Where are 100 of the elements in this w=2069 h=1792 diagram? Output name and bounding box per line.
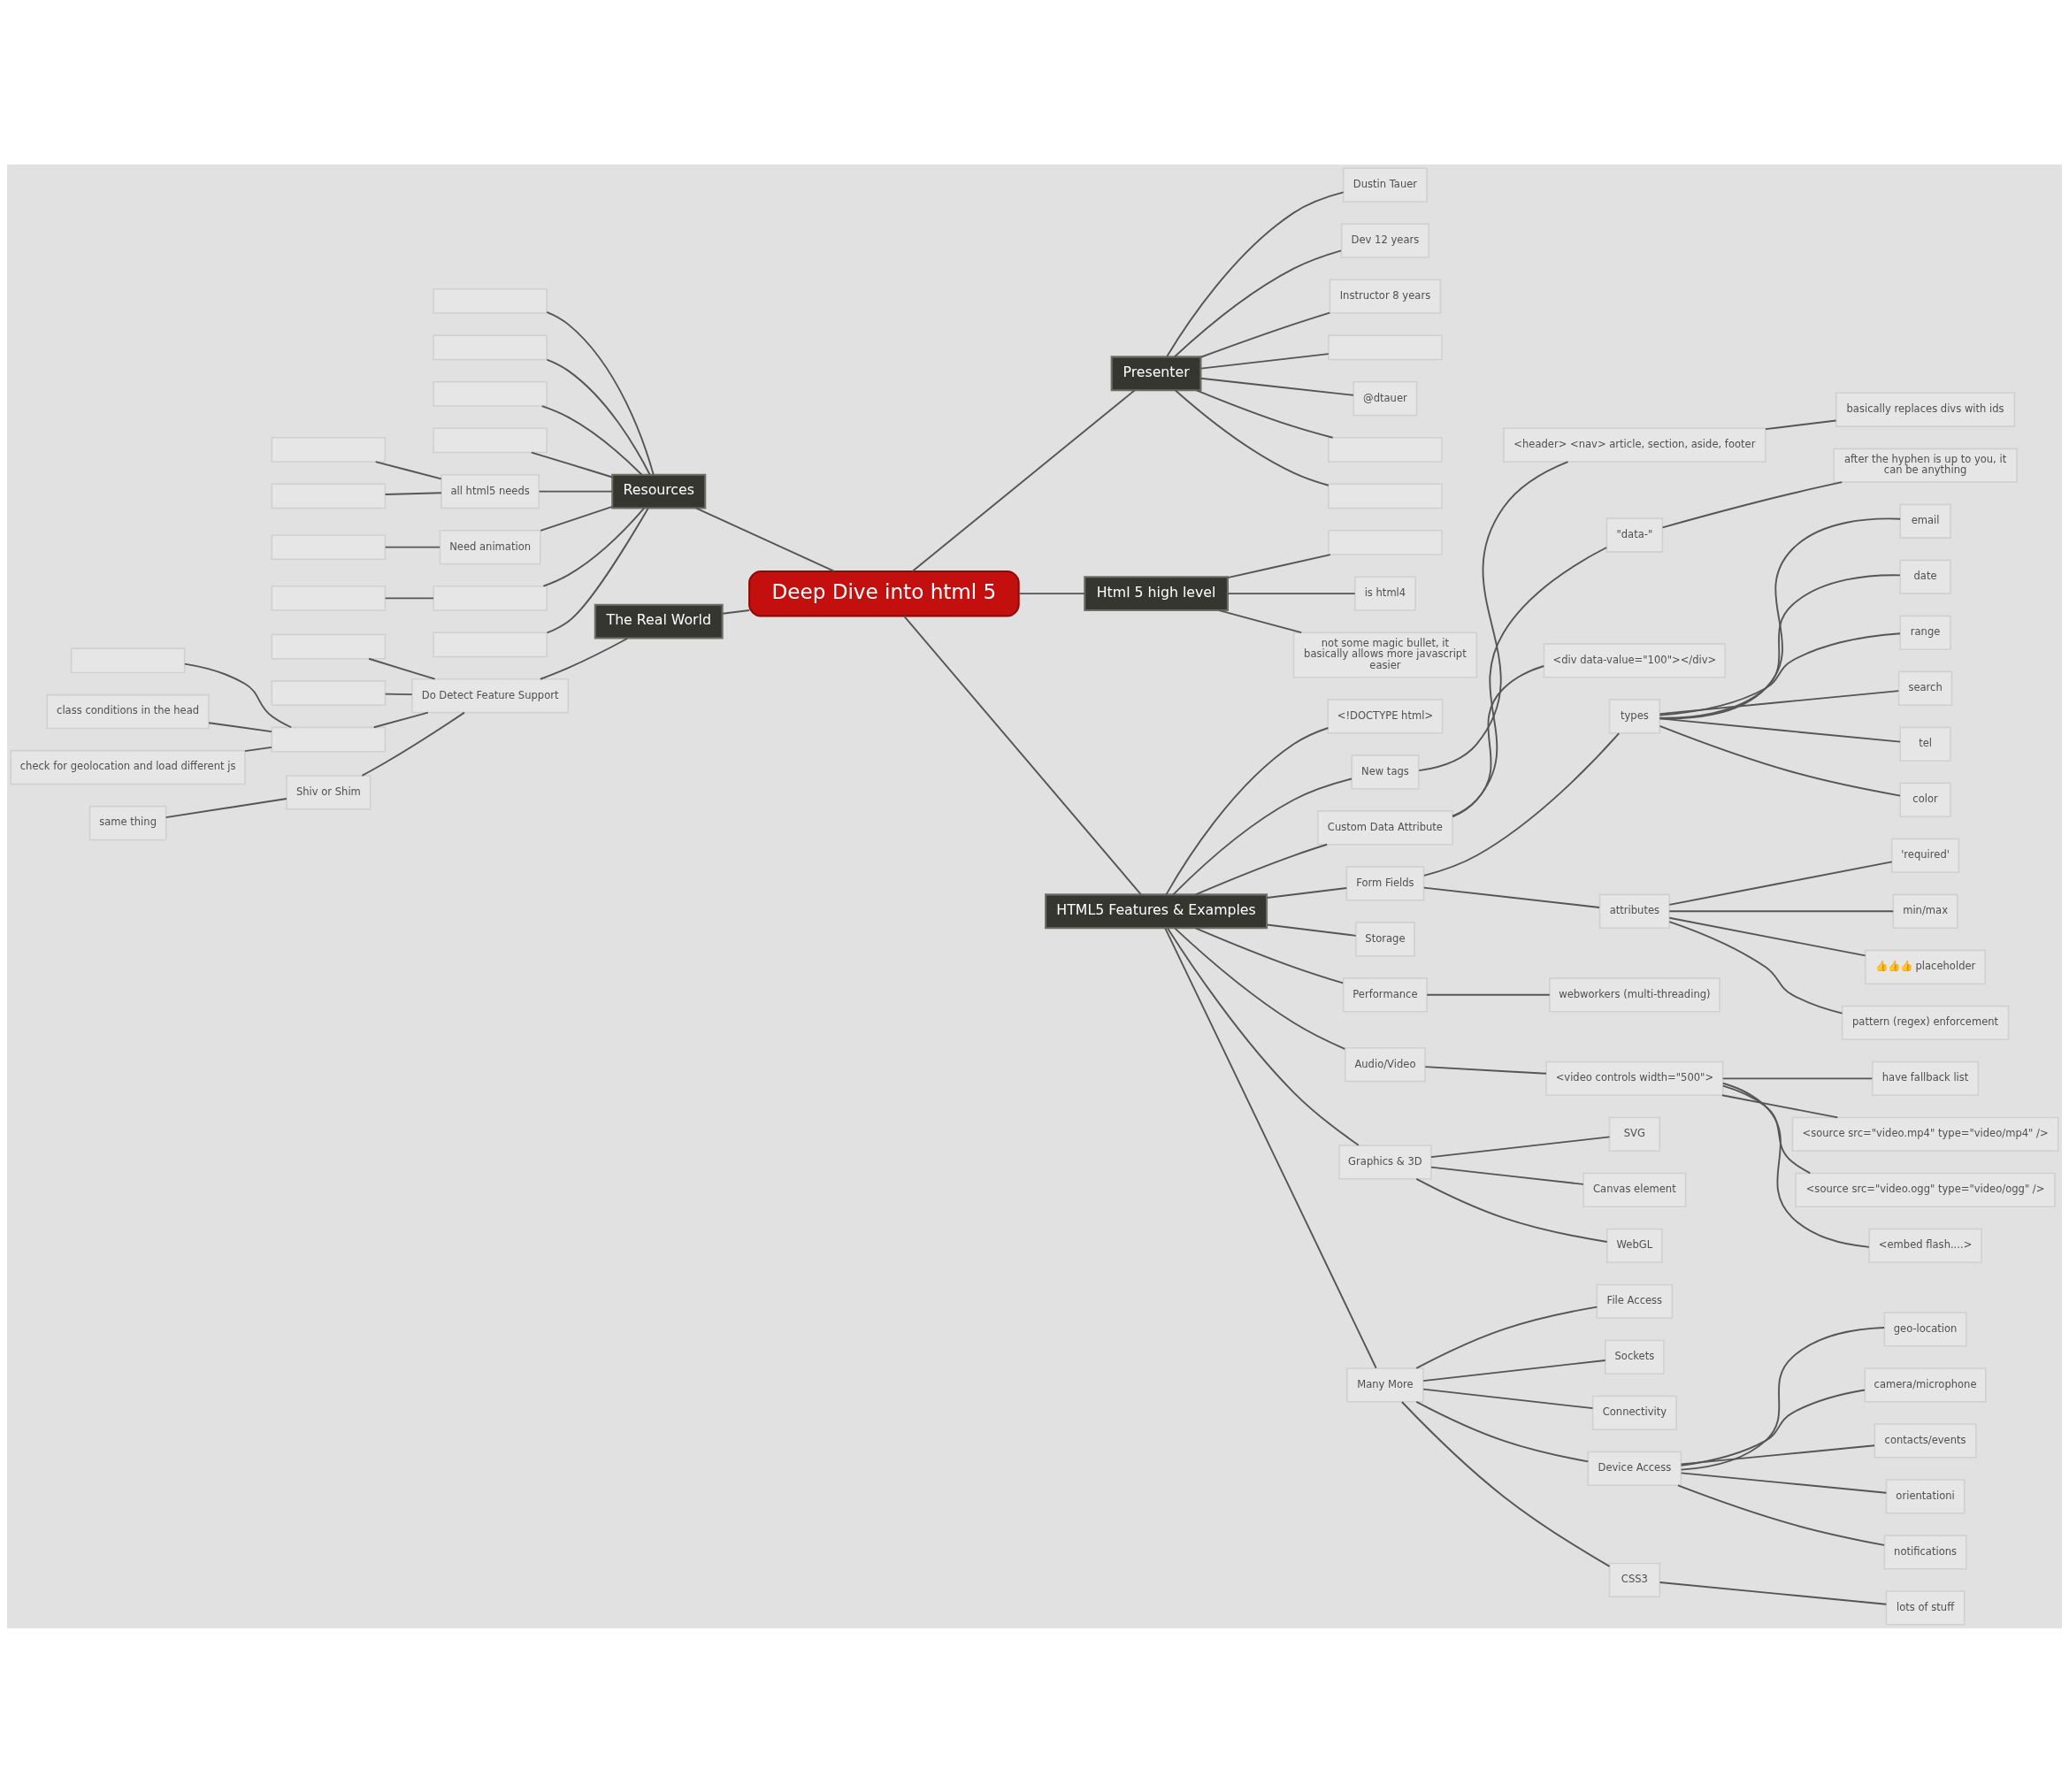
node-box: Connectivity xyxy=(1591,1395,1677,1430)
node-box xyxy=(271,533,387,560)
node-box: <source src="video.mp4" type="video/mp4" /> xyxy=(1791,1116,2059,1152)
node-box xyxy=(271,482,387,509)
connector xyxy=(1659,689,1900,715)
node-box: basically replaces divs with ids xyxy=(1835,392,2016,427)
connector xyxy=(1424,1065,1547,1075)
connector xyxy=(1668,920,1843,1014)
connector xyxy=(902,614,1142,895)
node-box: 'required' xyxy=(1891,838,1960,873)
node-box: HTML5 Features & Examples xyxy=(1045,892,1268,929)
node-box: Graphics & 3D xyxy=(1338,1144,1432,1180)
node-box xyxy=(271,436,387,463)
connector xyxy=(1765,419,1837,430)
connector xyxy=(1659,717,1902,743)
node-box: date xyxy=(1899,559,1951,594)
node-box: attributes xyxy=(1598,893,1671,929)
node-box: same thing xyxy=(88,805,167,840)
node-box: "data-" xyxy=(1605,517,1664,553)
connector xyxy=(1720,1093,1839,1118)
node-box: Many More xyxy=(1346,1367,1424,1403)
connector xyxy=(208,721,272,732)
node-box: The Real World xyxy=(594,603,724,639)
connector xyxy=(1680,1471,1888,1494)
node-box: New tags xyxy=(1351,754,1420,789)
node-box: notifications xyxy=(1883,1534,1967,1570)
node-box: class conditions in the head xyxy=(46,693,210,729)
connector xyxy=(1659,517,1902,719)
connector xyxy=(1164,926,1377,1369)
node-box: Canvas element xyxy=(1582,1172,1687,1207)
node-box: after the hyphen is up to you, it can be anything xyxy=(1833,448,2018,483)
connector xyxy=(1194,926,1345,984)
connector xyxy=(540,505,613,532)
node-box: tel xyxy=(1899,726,1951,762)
node-box: pattern (regex) enforcement xyxy=(1841,1005,2010,1040)
node-box: SVG xyxy=(1608,1116,1661,1152)
node-box xyxy=(271,633,387,659)
node-box: @dtauer xyxy=(1353,380,1418,416)
connector xyxy=(1452,546,1608,817)
node-box: not some magic bullet, it basically allows more javascript easier xyxy=(1292,631,1478,678)
node-box: WebGL xyxy=(1606,1228,1663,1263)
connector xyxy=(1199,377,1354,396)
connector xyxy=(1430,1135,1611,1158)
node-box: Custom Data Attribute xyxy=(1317,809,1453,845)
node-box: Storage xyxy=(1355,921,1415,956)
node-box: Instructor 8 years xyxy=(1329,278,1442,314)
node-box xyxy=(1328,436,1443,463)
connector xyxy=(1227,592,1356,594)
connector xyxy=(384,596,434,599)
connector xyxy=(244,746,273,752)
node-box: CSS3 xyxy=(1608,1562,1661,1597)
connector xyxy=(546,507,649,633)
connector xyxy=(1426,993,1551,996)
connector xyxy=(1195,388,1334,439)
node-box: range xyxy=(1899,615,1951,650)
connector xyxy=(1415,1400,1590,1462)
node-box: orientationi xyxy=(1885,1478,1966,1514)
node-box xyxy=(271,726,387,752)
node-box: camera/microphone xyxy=(1864,1367,1987,1403)
node-box: Dustin Tauer xyxy=(1342,166,1428,203)
node-box: <!DOCTYPE html> xyxy=(1327,698,1444,733)
connector xyxy=(1199,311,1331,358)
connector xyxy=(540,637,629,680)
node-box xyxy=(433,380,548,407)
connector xyxy=(384,693,413,695)
node-box xyxy=(271,679,387,706)
connector xyxy=(1218,609,1303,633)
connector xyxy=(1430,1166,1584,1185)
connector xyxy=(1661,480,1843,528)
connector xyxy=(1174,927,1346,1050)
node-box: Form Fields xyxy=(1345,865,1425,900)
node-box xyxy=(433,426,548,453)
connector xyxy=(1266,923,1357,937)
connector xyxy=(546,358,651,476)
node-box: 👍👍👍 placeholder xyxy=(1865,949,1987,984)
connector xyxy=(1668,860,1893,906)
node-box: check for geolocation and load different js xyxy=(10,749,246,785)
connector xyxy=(1721,1082,1870,1248)
connector xyxy=(1668,916,1866,956)
connector xyxy=(1452,664,1545,817)
connector xyxy=(1680,1326,1886,1471)
connector xyxy=(1167,926,1360,1146)
connector xyxy=(165,797,287,818)
node-box: webworkers (multi-threading) xyxy=(1549,976,1720,1012)
connector xyxy=(1659,573,1901,719)
connector xyxy=(1165,726,1330,895)
connector xyxy=(384,546,441,548)
node-box xyxy=(1328,333,1443,360)
node-box: <header> <nav> article, section, aside, footer xyxy=(1503,426,1766,463)
connector xyxy=(1680,1444,1876,1465)
connector xyxy=(1422,886,1601,908)
node-box: lots of stuff xyxy=(1885,1589,1966,1626)
connector xyxy=(1721,1076,1874,1079)
connector xyxy=(1400,1400,1611,1567)
connector xyxy=(540,404,643,476)
node-box: Html 5 high level xyxy=(1084,575,1229,611)
connector xyxy=(695,507,836,572)
connector xyxy=(368,657,436,680)
node-box xyxy=(271,585,387,611)
node-box xyxy=(1328,482,1443,509)
